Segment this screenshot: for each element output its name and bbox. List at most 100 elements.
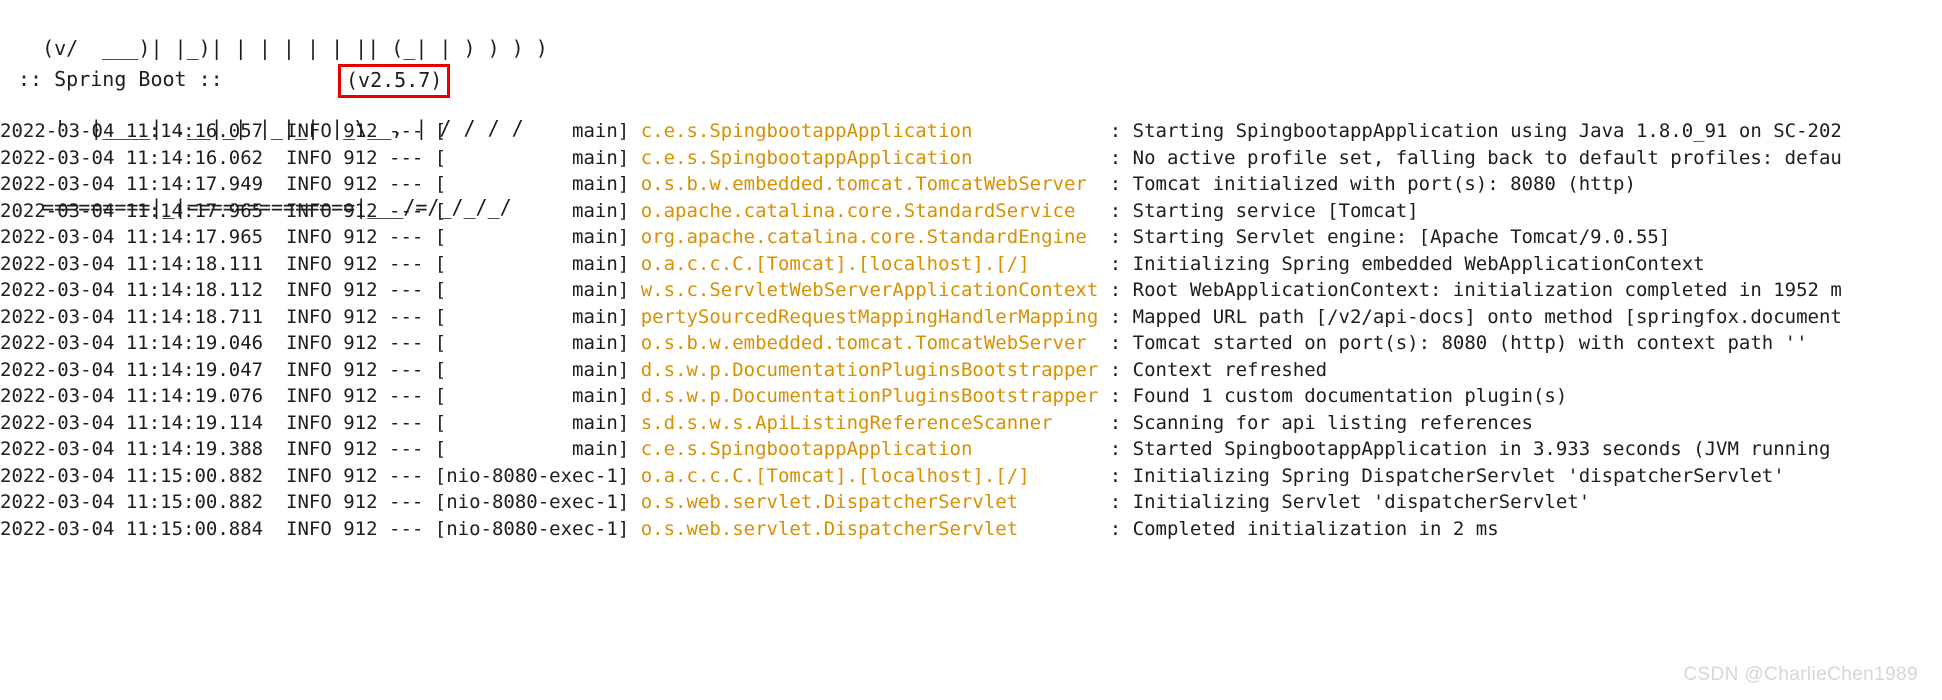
log-level: INFO (286, 226, 332, 248)
log-level: INFO (286, 146, 332, 169)
log-message: Tomcat started on port(s): 8080 (http) w… (1132, 332, 1808, 354)
log-row: 2022-03-04 11:14:18.112 INFO 912 --- [ m… (0, 277, 1942, 304)
log-separator: --- (389, 252, 424, 275)
log-message: Starting Servlet engine: [Apache Tomcat/… (1132, 226, 1671, 248)
log-row: 2022-03-04 11:14:16.057 INFO 912 --- [ m… (0, 118, 1942, 145)
log-level: INFO (286, 464, 332, 487)
log-logger: org.apache.catalina.core.StandardEngine (640, 226, 1099, 248)
log-colon: : (1109, 173, 1122, 195)
log-thread: [ main] (434, 173, 630, 195)
log-message: Context refreshed (1132, 358, 1328, 381)
log-pid: 912 (343, 464, 378, 487)
log-row: 2022-03-04 11:14:18.111 INFO 912 --- [ m… (0, 251, 1942, 278)
log-pid: 912 (343, 411, 378, 434)
spring-boot-label: :: Spring Boot :: (18, 67, 223, 91)
log-separator: --- (389, 332, 424, 354)
log-separator: --- (389, 120, 424, 142)
log-separator: --- (389, 411, 424, 434)
log-row: 2022-03-04 11:15:00.884 INFO 912 --- [ni… (0, 516, 1942, 543)
log-pid: 912 (343, 279, 378, 301)
spring-boot-version-badge: (v2.5.7) (338, 64, 451, 98)
log-thread: [ main] (434, 146, 630, 169)
log-logger: c.e.s.SpingbootappApplication (640, 120, 1099, 142)
log-thread: [nio-8080-exec-1] (434, 464, 630, 487)
log-colon: : (1109, 226, 1122, 248)
log-level: INFO (286, 332, 332, 354)
log-message: Starting SpingbootappApplication using J… (1132, 120, 1842, 142)
log-pid: 912 (343, 358, 378, 381)
log-row: 2022-03-04 11:15:00.882 INFO 912 --- [ni… (0, 489, 1942, 516)
log-level: INFO (286, 385, 332, 407)
log-message: Initializing Servlet 'dispatcherServlet' (1132, 491, 1591, 513)
log-separator: --- (389, 385, 424, 407)
log-logger: c.e.s.SpingbootappApplication (640, 146, 1099, 169)
log-logger: o.a.c.c.C.[Tomcat].[localhost].[/] (640, 252, 1099, 275)
log-timestamp: 2022-03-04 11:14:17.965 (0, 226, 264, 248)
log-thread: [ main] (434, 305, 630, 328)
log-timestamp: 2022-03-04 11:15:00.884 (0, 517, 264, 540)
log-thread: [nio-8080-exec-1] (434, 491, 630, 513)
log-colon: : (1109, 252, 1122, 275)
log-pid: 912 (343, 517, 378, 540)
log-message: Root WebApplicationContext: initializati… (1132, 279, 1842, 301)
log-separator: --- (389, 279, 424, 301)
log-separator: --- (389, 173, 424, 195)
log-separator: --- (389, 464, 424, 487)
log-timestamp: 2022-03-04 11:14:17.965 (0, 199, 264, 222)
log-colon: : (1109, 464, 1122, 487)
log-row: 2022-03-04 11:15:00.882 INFO 912 --- [ni… (0, 463, 1942, 490)
log-message: Initializing Spring embedded WebApplicat… (1132, 252, 1705, 275)
log-thread: [ main] (434, 279, 630, 301)
log-lines-container: 2022-03-04 11:14:16.057 INFO 912 --- [ m… (0, 118, 1942, 542)
log-message: No active profile set, falling back to d… (1132, 146, 1842, 169)
log-thread: [ main] (434, 385, 630, 407)
log-timestamp: 2022-03-04 11:14:19.388 (0, 438, 264, 460)
log-row: 2022-03-04 11:14:17.949 INFO 912 --- [ m… (0, 171, 1942, 198)
log-colon: : (1109, 438, 1122, 460)
spring-boot-ascii-banner: (v/ ___)| |_)| | | | | | || (_| | ) ) ) … (18, 0, 548, 274)
log-message: Completed initialization in 2 ms (1132, 517, 1499, 540)
log-row: 2022-03-04 11:14:17.965 INFO 912 --- [ m… (0, 224, 1942, 251)
log-timestamp: 2022-03-04 11:14:18.111 (0, 252, 264, 275)
log-colon: : (1109, 305, 1122, 328)
log-logger: s.d.s.w.s.ApiListingReferenceScanner (640, 411, 1099, 434)
log-row: 2022-03-04 11:14:18.711 INFO 912 --- [ m… (0, 304, 1942, 331)
log-row: 2022-03-04 11:14:17.965 INFO 912 --- [ m… (0, 198, 1942, 225)
log-colon: : (1109, 358, 1122, 381)
log-timestamp: 2022-03-04 11:14:19.047 (0, 358, 264, 381)
log-timestamp: 2022-03-04 11:15:00.882 (0, 491, 264, 513)
log-message: Initializing Spring DispatcherServlet 'd… (1132, 464, 1785, 487)
log-pid: 912 (343, 385, 378, 407)
log-colon: : (1109, 491, 1122, 513)
log-timestamp: 2022-03-04 11:14:16.062 (0, 146, 264, 169)
log-colon: : (1109, 199, 1122, 222)
log-row: 2022-03-04 11:14:16.062 INFO 912 --- [ m… (0, 145, 1942, 172)
log-logger: w.s.c.ServletWebServerApplicationContext (640, 279, 1099, 301)
log-separator: --- (389, 226, 424, 248)
csdn-watermark: CSDN @CharlieChen1989 (1683, 664, 1918, 685)
log-level: INFO (286, 438, 332, 460)
log-thread: [ main] (434, 411, 630, 434)
banner-line-3: =========|_|==============|___/=/_/_/_/ (18, 195, 512, 219)
log-level: INFO (286, 411, 332, 434)
log-timestamp: 2022-03-04 11:15:00.882 (0, 464, 264, 487)
log-thread: [ main] (434, 358, 630, 381)
log-timestamp: 2022-03-04 11:14:19.046 (0, 332, 264, 354)
log-logger: d.s.w.p.DocumentationPluginsBootstrapper (640, 385, 1099, 407)
log-colon: : (1109, 411, 1122, 434)
log-logger: o.apache.catalina.core.StandardService (640, 199, 1099, 222)
log-level: INFO (286, 120, 332, 142)
log-level: INFO (286, 199, 332, 222)
log-pid: 912 (343, 252, 378, 275)
log-message: Starting service [Tomcat] (1132, 199, 1419, 222)
log-level: INFO (286, 358, 332, 381)
log-colon: : (1109, 279, 1122, 301)
log-pid: 912 (343, 305, 378, 328)
log-pid: 912 (343, 226, 378, 248)
log-colon: : (1109, 146, 1122, 169)
log-message: Found 1 custom documentation plugin(s) (1132, 385, 1568, 407)
log-level: INFO (286, 252, 332, 275)
log-thread: [nio-8080-exec-1] (434, 517, 630, 540)
log-level: INFO (286, 279, 332, 301)
